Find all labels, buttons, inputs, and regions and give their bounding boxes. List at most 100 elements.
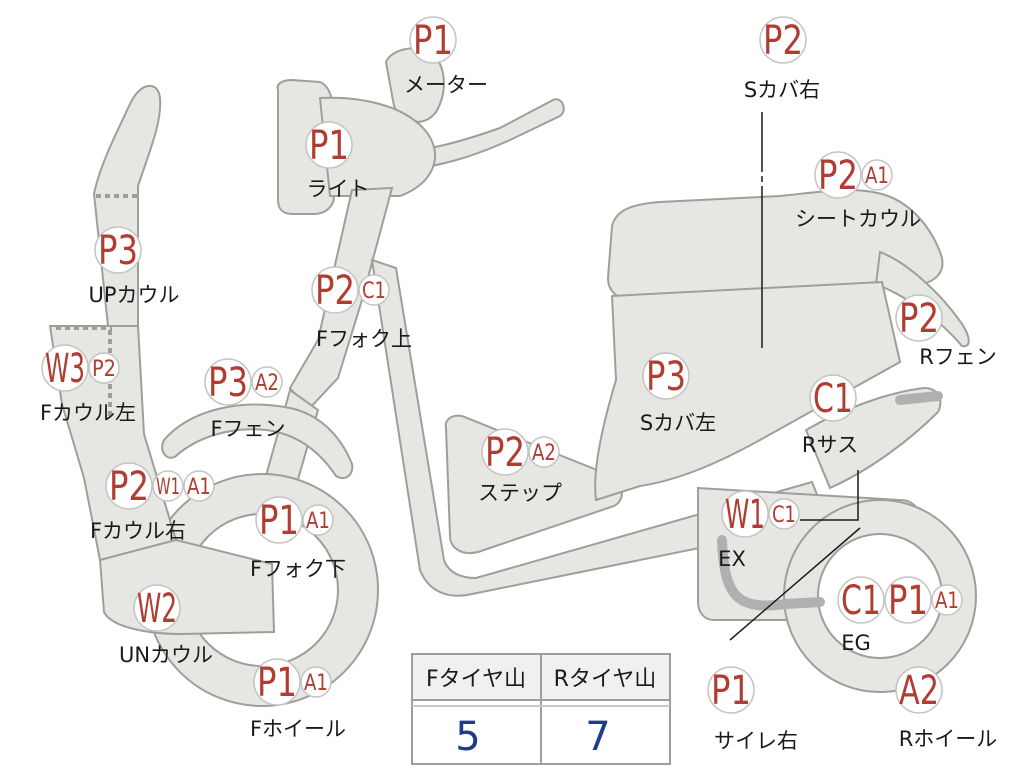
badge-group: A2 xyxy=(895,666,943,714)
part-label: UNカウル xyxy=(119,643,213,667)
part-label: ライト xyxy=(307,177,370,201)
damage-badge-circle xyxy=(133,584,181,632)
damage-badge-circle xyxy=(41,344,89,392)
damage-badge-circle xyxy=(300,666,332,698)
damage-badge-circle xyxy=(311,266,359,314)
damage-badge-circle xyxy=(642,352,690,400)
part-label: Rホイール xyxy=(899,727,998,751)
damage-badge-code: P1 xyxy=(711,668,751,714)
handlebar-shape xyxy=(398,98,565,172)
damage-badge-code: W1 xyxy=(156,475,180,500)
head-housing-shape xyxy=(318,96,437,197)
damage-badge-code: P1 xyxy=(413,18,453,64)
damage-badge-circle xyxy=(931,584,963,616)
damage-badge-code: P1 xyxy=(309,123,349,169)
damage-badge-code: C1 xyxy=(772,503,796,528)
silencer-leader xyxy=(729,527,861,641)
damage-badge-code: P2 xyxy=(818,153,858,199)
damage-badge-code: P3 xyxy=(646,354,686,400)
damage-badge-code: P3 xyxy=(98,228,138,274)
damage-badge-code: P3 xyxy=(208,360,248,406)
badge-group: W1 C1 xyxy=(721,490,800,538)
damage-badge-code: W2 xyxy=(137,586,177,632)
rsus-leader xyxy=(800,470,859,521)
damage-badge-circle xyxy=(105,462,153,510)
damage-badge-code: C1 xyxy=(841,578,881,624)
damage-badge-code: A1 xyxy=(935,589,959,614)
damage-badge-circle xyxy=(255,496,303,544)
part-label: Rフェン xyxy=(919,345,997,369)
damage-badge-code: P1 xyxy=(259,498,299,544)
damage-badge-code: P2 xyxy=(763,18,803,64)
damage-badge-code: A1 xyxy=(306,509,330,534)
damage-badge-circle xyxy=(768,498,800,530)
part-label: シートカウル xyxy=(795,207,921,231)
part-label: ステップ xyxy=(478,481,562,505)
damage-badge-code: P2 xyxy=(899,296,939,342)
tire-table-value-front: 5 xyxy=(455,714,480,760)
damage-badge-code: P1 xyxy=(888,578,928,624)
badge-group: C1 xyxy=(809,374,857,422)
damage-badge-circle xyxy=(721,490,769,538)
part-label: Fホイール xyxy=(250,717,346,741)
damage-badge-circle xyxy=(253,658,301,706)
labels-layer: メーターライトSカバ右シートカウルUPカウルFフォク上RフェンFカウル左Fフェン… xyxy=(40,73,997,753)
damage-badge-code: A1 xyxy=(304,671,328,696)
damage-badge-code: W1 xyxy=(725,492,765,538)
rear-shock-rod-shape xyxy=(895,391,943,405)
badge-group: P1 xyxy=(305,121,353,169)
badge-group: W3 P2 xyxy=(41,344,120,392)
tire-table-value-rear: 7 xyxy=(585,714,610,760)
badge-group: P2 xyxy=(895,294,943,342)
damage-badge-circle xyxy=(837,576,885,624)
badge-group: P2 xyxy=(759,16,807,64)
badge-group: P3 xyxy=(94,226,142,274)
exhaust-pipe-shape xyxy=(717,535,825,611)
damage-badge-code: A2 xyxy=(255,371,279,396)
tire-table: Fタイヤ山 Rタイヤ山 5 7 xyxy=(411,653,671,765)
damage-badge-circle xyxy=(358,274,390,306)
damage-badge-code: P2 xyxy=(92,357,116,382)
part-label: Sカバ左 xyxy=(640,411,716,435)
damage-badge-circle xyxy=(809,374,857,422)
damage-badge-circle xyxy=(183,470,215,502)
damage-badge-circle xyxy=(302,504,334,536)
badge-group: P3 xyxy=(642,352,690,400)
damage-badge-code: W3 xyxy=(45,346,85,392)
damage-badge-circle xyxy=(707,666,755,714)
cowl-dotted-lines xyxy=(56,194,138,418)
part-label: Fフェン xyxy=(210,417,285,441)
part-label: Fカウル左 xyxy=(40,401,136,425)
badge-group: P1 A1 xyxy=(255,496,334,544)
tire-table-header-front: Fタイヤ山 xyxy=(426,667,526,692)
side-cover-shape xyxy=(594,280,902,502)
part-label: Fフォク上 xyxy=(316,327,412,351)
damage-badge-code: A2 xyxy=(532,441,556,466)
damage-badge-circle xyxy=(884,576,932,624)
damage-badge-circle xyxy=(814,151,862,199)
badge-group: W2 xyxy=(133,584,181,632)
part-label: EX xyxy=(718,547,746,571)
damage-badge-code: C1 xyxy=(362,279,386,304)
badge-group: P3 A2 xyxy=(204,358,283,406)
part-label: EG xyxy=(841,631,871,655)
damage-badge-circle xyxy=(895,294,943,342)
damage-badge-code: C1 xyxy=(813,376,853,422)
part-label: Fフォク下 xyxy=(250,557,346,581)
damage-badge-code: P2 xyxy=(109,464,149,510)
damage-badge-code: A2 xyxy=(899,668,939,714)
damage-badge-circle xyxy=(759,16,807,64)
part-label: Fカウル右 xyxy=(90,519,186,543)
damage-badge-circle xyxy=(94,226,142,274)
damage-badge-code: P2 xyxy=(315,268,355,314)
part-label: Rサス xyxy=(802,433,858,457)
tire-table-header-rear: Rタイヤ山 xyxy=(554,667,657,692)
damage-badge-circle xyxy=(305,121,353,169)
